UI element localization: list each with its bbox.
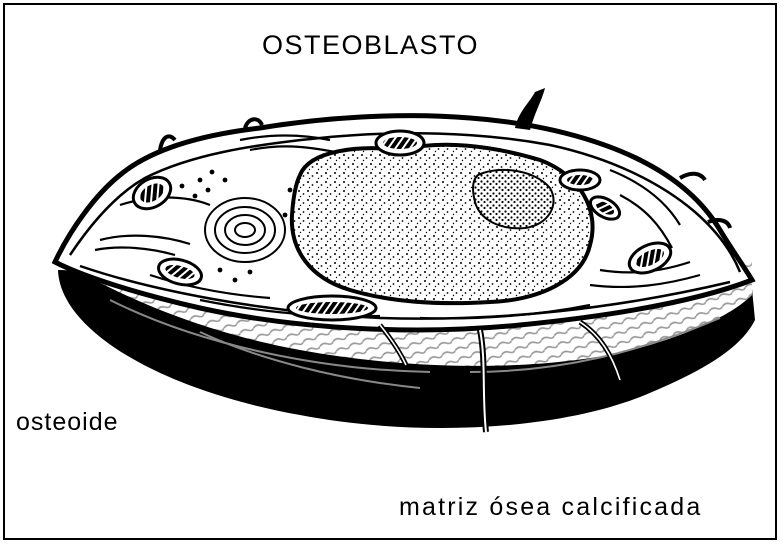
cell-process — [515, 88, 545, 130]
label-matriz: matriz ósea calcificada — [399, 493, 702, 522]
diagram-title: OSTEOBLASTO — [262, 30, 479, 61]
nucleus — [292, 145, 593, 303]
label-osteoide: osteoide — [16, 408, 119, 437]
